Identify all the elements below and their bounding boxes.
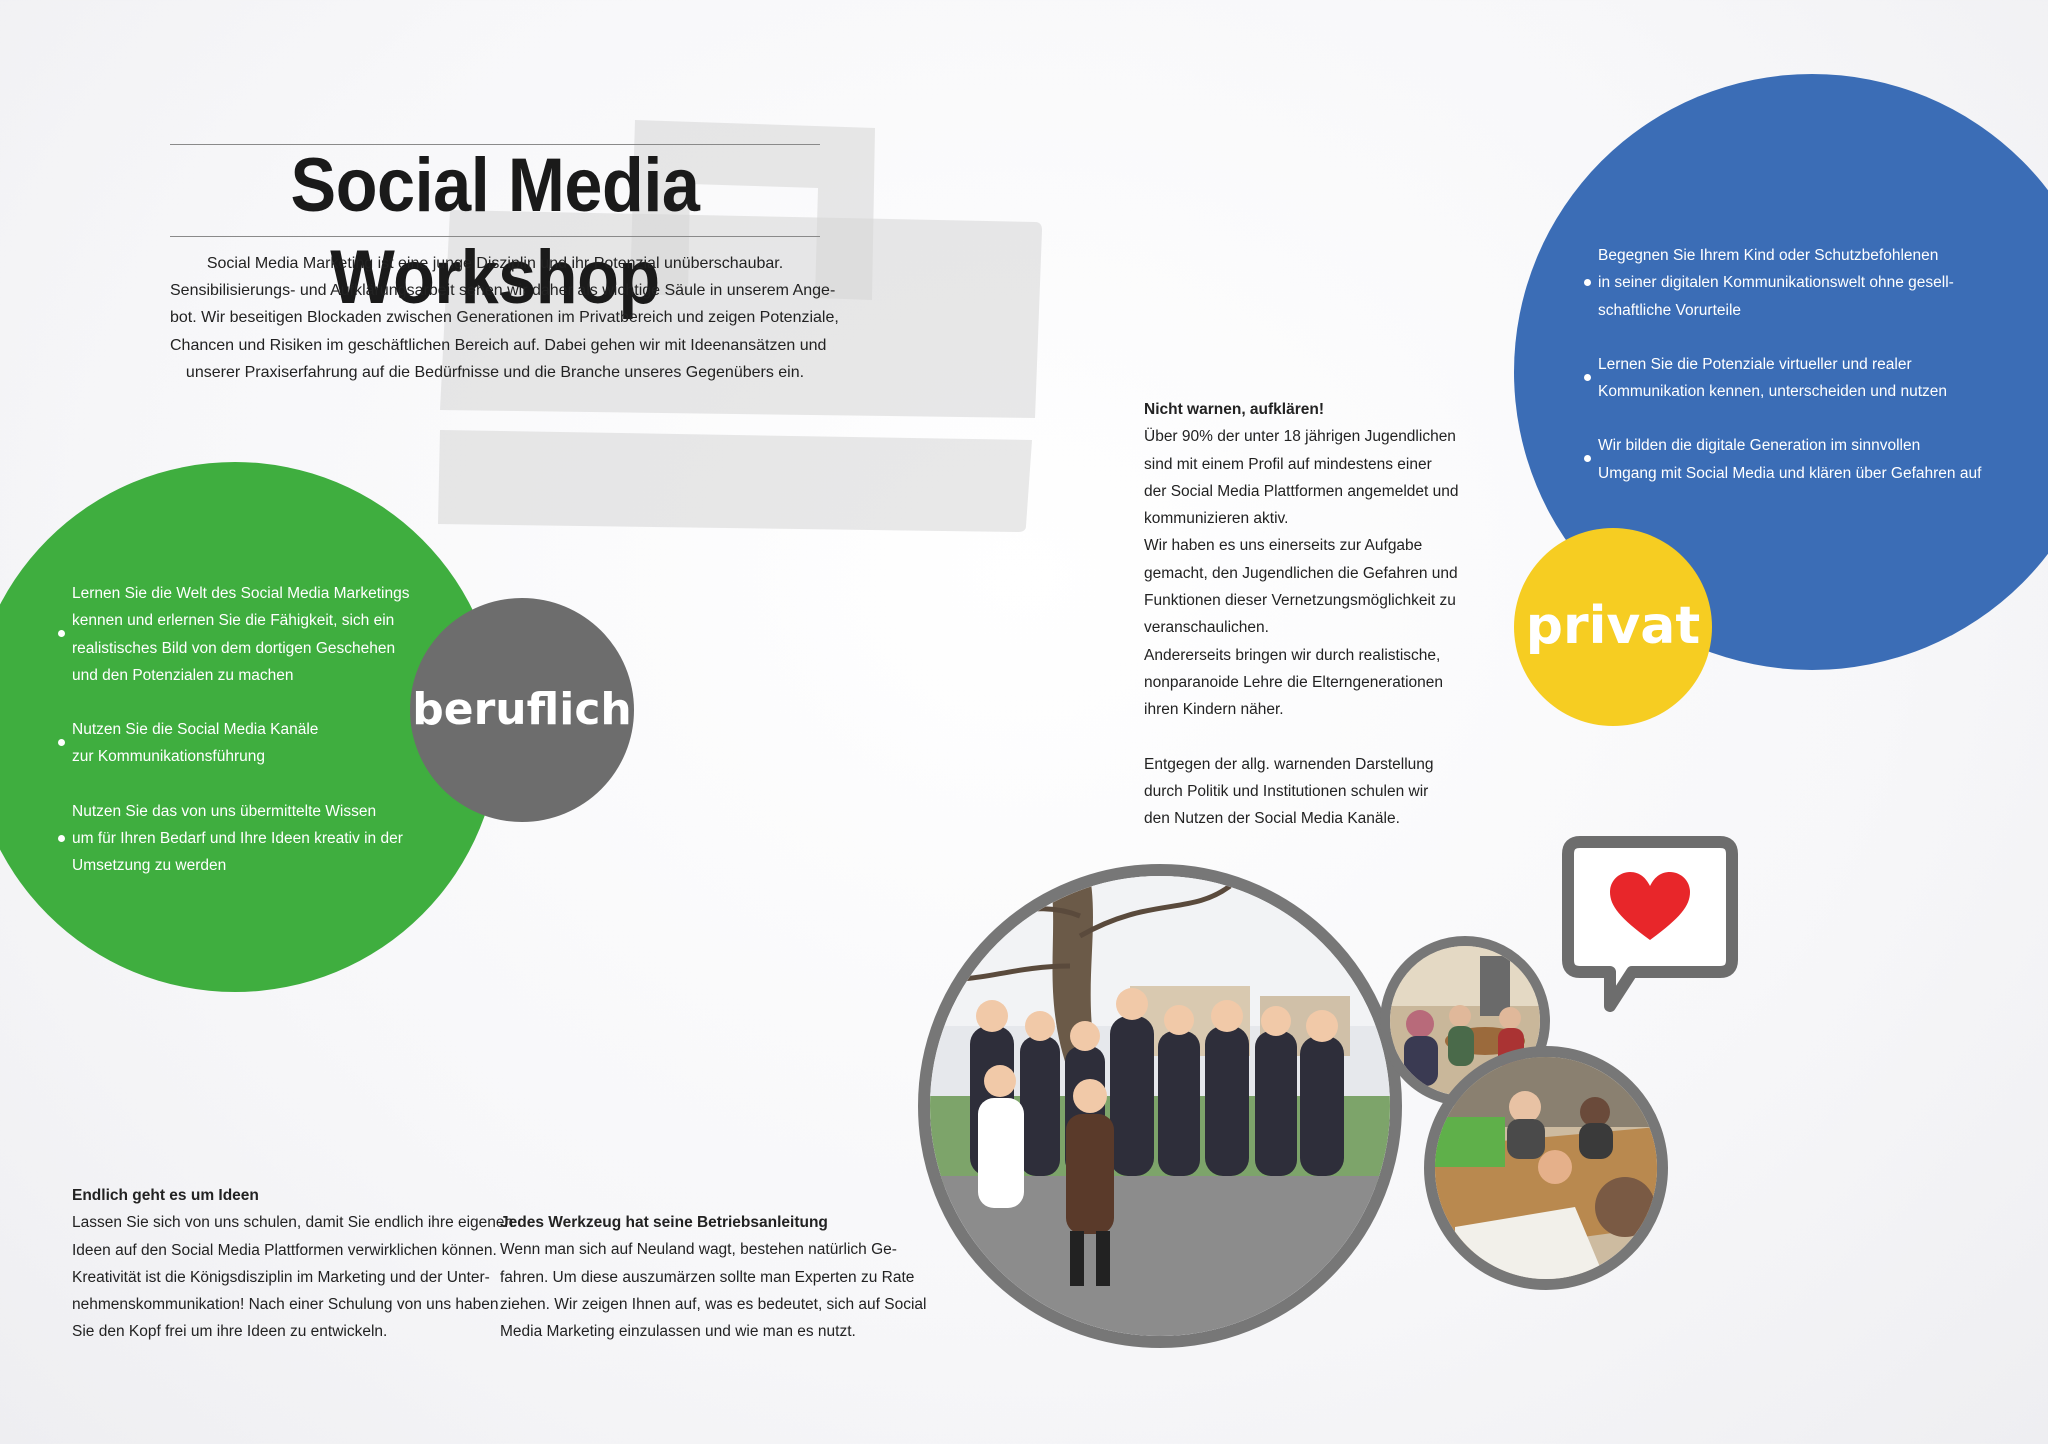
text-line: ziehen. Wir zeigen Ihnen auf, was es bed…: [500, 1295, 927, 1313]
list-item-line: Begegnen Sie Ihrem Kind oder Schutzbefoh…: [1598, 247, 1939, 264]
privat-label: privat: [1525, 596, 1701, 656]
workshop-photo-table: [1424, 1046, 1668, 1290]
text-line: den Nutzen der Social Media Kanäle.: [1144, 810, 1400, 828]
intro-line: unserer Praxiserfahrung auf die Bedürfni…: [185, 363, 805, 381]
beruflich-label-circle: [410, 598, 634, 822]
list-item-line: Umsetzung zu werden: [72, 857, 227, 875]
text-line: Sie den Kopf frei um ihre Ideen zu entwi…: [72, 1323, 388, 1341]
text-line: nehmenskommunikation! Nach einer Schulun…: [72, 1296, 499, 1314]
privat-list: Begegnen Sie Ihrem Kind oder Schutzbefoh…: [1584, 242, 1998, 514]
text-line: ihren Kindern näher.: [1144, 701, 1284, 719]
intro-line: bot. Wir beseitigen Blockaden zwischen G…: [170, 309, 839, 327]
text-line: Ideen auf den Social Media Plattformen v…: [72, 1241, 497, 1259]
aufklaeren-text: Nicht warnen, aufklären! Über 90% der un…: [1144, 396, 1474, 833]
text-line: fahren. Um diese auszumärzen sollte man …: [500, 1268, 915, 1286]
text-line: Über 90% der unter 18 jährigen Jugendlic…: [1144, 428, 1456, 446]
bullet-dot: [1584, 279, 1591, 286]
text-line: Wenn man sich auf Neuland wagt, bestehen…: [500, 1241, 897, 1259]
briefcase-icon: [438, 120, 1042, 532]
list-item-line: Nutzen Sie das von uns übermittelte Wiss…: [72, 802, 377, 820]
list-item-line: Wir bilden die digitale Generation im si…: [1598, 437, 1921, 455]
text-line: Kreativität ist die Königsdisziplin im M…: [72, 1268, 490, 1286]
list-item-line: Lernen Sie die Welt des Social Media Mar…: [72, 585, 410, 602]
list-item: Lernen Sie die Potenziale virtueller und…: [1584, 351, 1998, 406]
list-item-line: realistisches Bild von dem dortigen Gesc…: [72, 639, 396, 657]
title-bottom-rule: [170, 236, 820, 237]
section-heading: Endlich geht es um Ideen: [72, 1187, 259, 1204]
list-item-line: in seiner digitalen Kommunikationswelt o…: [1598, 274, 1954, 292]
list-item-line: zur Kommunikationsführung: [72, 748, 265, 766]
list-item: Lernen Sie die Welt des Social Media Mar…: [58, 580, 432, 689]
list-item: Nutzen Sie das von uns übermittelte Wiss…: [58, 798, 432, 880]
page-title: Social Media Workshop: [290, 143, 700, 320]
bullet-dot: [1584, 455, 1591, 463]
bullet-dot: [58, 834, 65, 842]
list-item-line: kennen und erlernen Sie die Fähigkeit, s…: [72, 612, 395, 630]
heart-icon: [1562, 836, 1738, 1012]
text-line: nonparanoide Lehre die Elterngeneratione…: [1144, 673, 1444, 691]
list-item-line: Umgang mit Social Media und klären über …: [1598, 464, 1982, 482]
list-item-line: und den Potenzialen zu machen: [72, 666, 294, 684]
text-line: veranschaulichen.: [1144, 619, 1269, 637]
list-item-line: Lernen Sie die Potenziale virtueller und…: [1598, 355, 1912, 373]
list-item: Wir bilden die digitale Generation im si…: [1584, 432, 1998, 487]
text-line: Andererseits bringen wir durch realistis…: [1144, 646, 1441, 664]
ideen-text: Endlich geht es um Ideen Lassen Sie sich…: [72, 1182, 514, 1346]
text-line: Lassen Sie sich von uns schulen, damit S…: [72, 1214, 514, 1232]
text-line: kommunizieren aktiv.: [1144, 510, 1289, 528]
beruflich-label: beruflich: [412, 684, 632, 735]
bullet-dot: [58, 739, 65, 747]
text-line: durch Politik und Institutionen schulen …: [1144, 783, 1429, 801]
intro-line: Social Media Marketing ist eine junge Di…: [206, 255, 784, 272]
section-heading: Jedes Werkzeug hat seine Betriebsanleitu…: [500, 1214, 828, 1231]
intro-line: Chancen und Risiken im geschäftlichen Be…: [170, 336, 827, 354]
text-line-blank: [1144, 724, 1474, 751]
list-item: Nutzen Sie die Social Media Kanäle zur K…: [58, 716, 432, 771]
list-item-line: schaftliche Vorurteile: [1598, 301, 1742, 319]
privat-label-circle: [1514, 528, 1712, 726]
intro-line: Sensibilisierungs- und Aufklärungsarbeit…: [170, 282, 836, 300]
list-item-line: Nutzen Sie die Social Media Kanäle: [72, 721, 319, 739]
bullet-dot: [1584, 373, 1591, 381]
text-line: sind mit einem Profil auf mindestens ein…: [1144, 455, 1432, 473]
text-line: Entgegen der allg. warnenden Darstellung: [1144, 755, 1434, 773]
werkzeug-text: Jedes Werkzeug hat seine Betriebsanleitu…: [500, 1209, 927, 1345]
list-item: Begegnen Sie Ihrem Kind oder Schutzbefoh…: [1584, 242, 1998, 324]
list-item-line: um für Ihren Bedarf und Ihre Ideen kreat…: [72, 830, 403, 848]
list-item-line: Kommunikation kennen, unterscheiden und …: [1598, 383, 1947, 401]
beruflich-list: Lernen Sie die Welt des Social Media Mar…: [58, 580, 432, 907]
text-line: gemacht, den Jugendlichen die Gefahren u…: [1144, 564, 1458, 582]
group-photo: [918, 864, 1402, 1348]
text-line: der Social Media Plattformen angemeldet …: [1144, 482, 1459, 500]
text-line: Funktionen dieser Vernetzungsmöglichkeit…: [1144, 592, 1456, 610]
bullet-dot: [58, 630, 65, 637]
title-top-rule: [170, 144, 820, 145]
text-line: Wir haben es uns einerseits zur Aufgabe: [1144, 537, 1423, 555]
text-line: Media Marketing einzulassen und wie man …: [500, 1323, 856, 1341]
section-heading: Nicht warnen, aufklären!: [1144, 401, 1325, 418]
intro-paragraph: Social Media Marketing ist eine junge Di…: [170, 250, 839, 386]
